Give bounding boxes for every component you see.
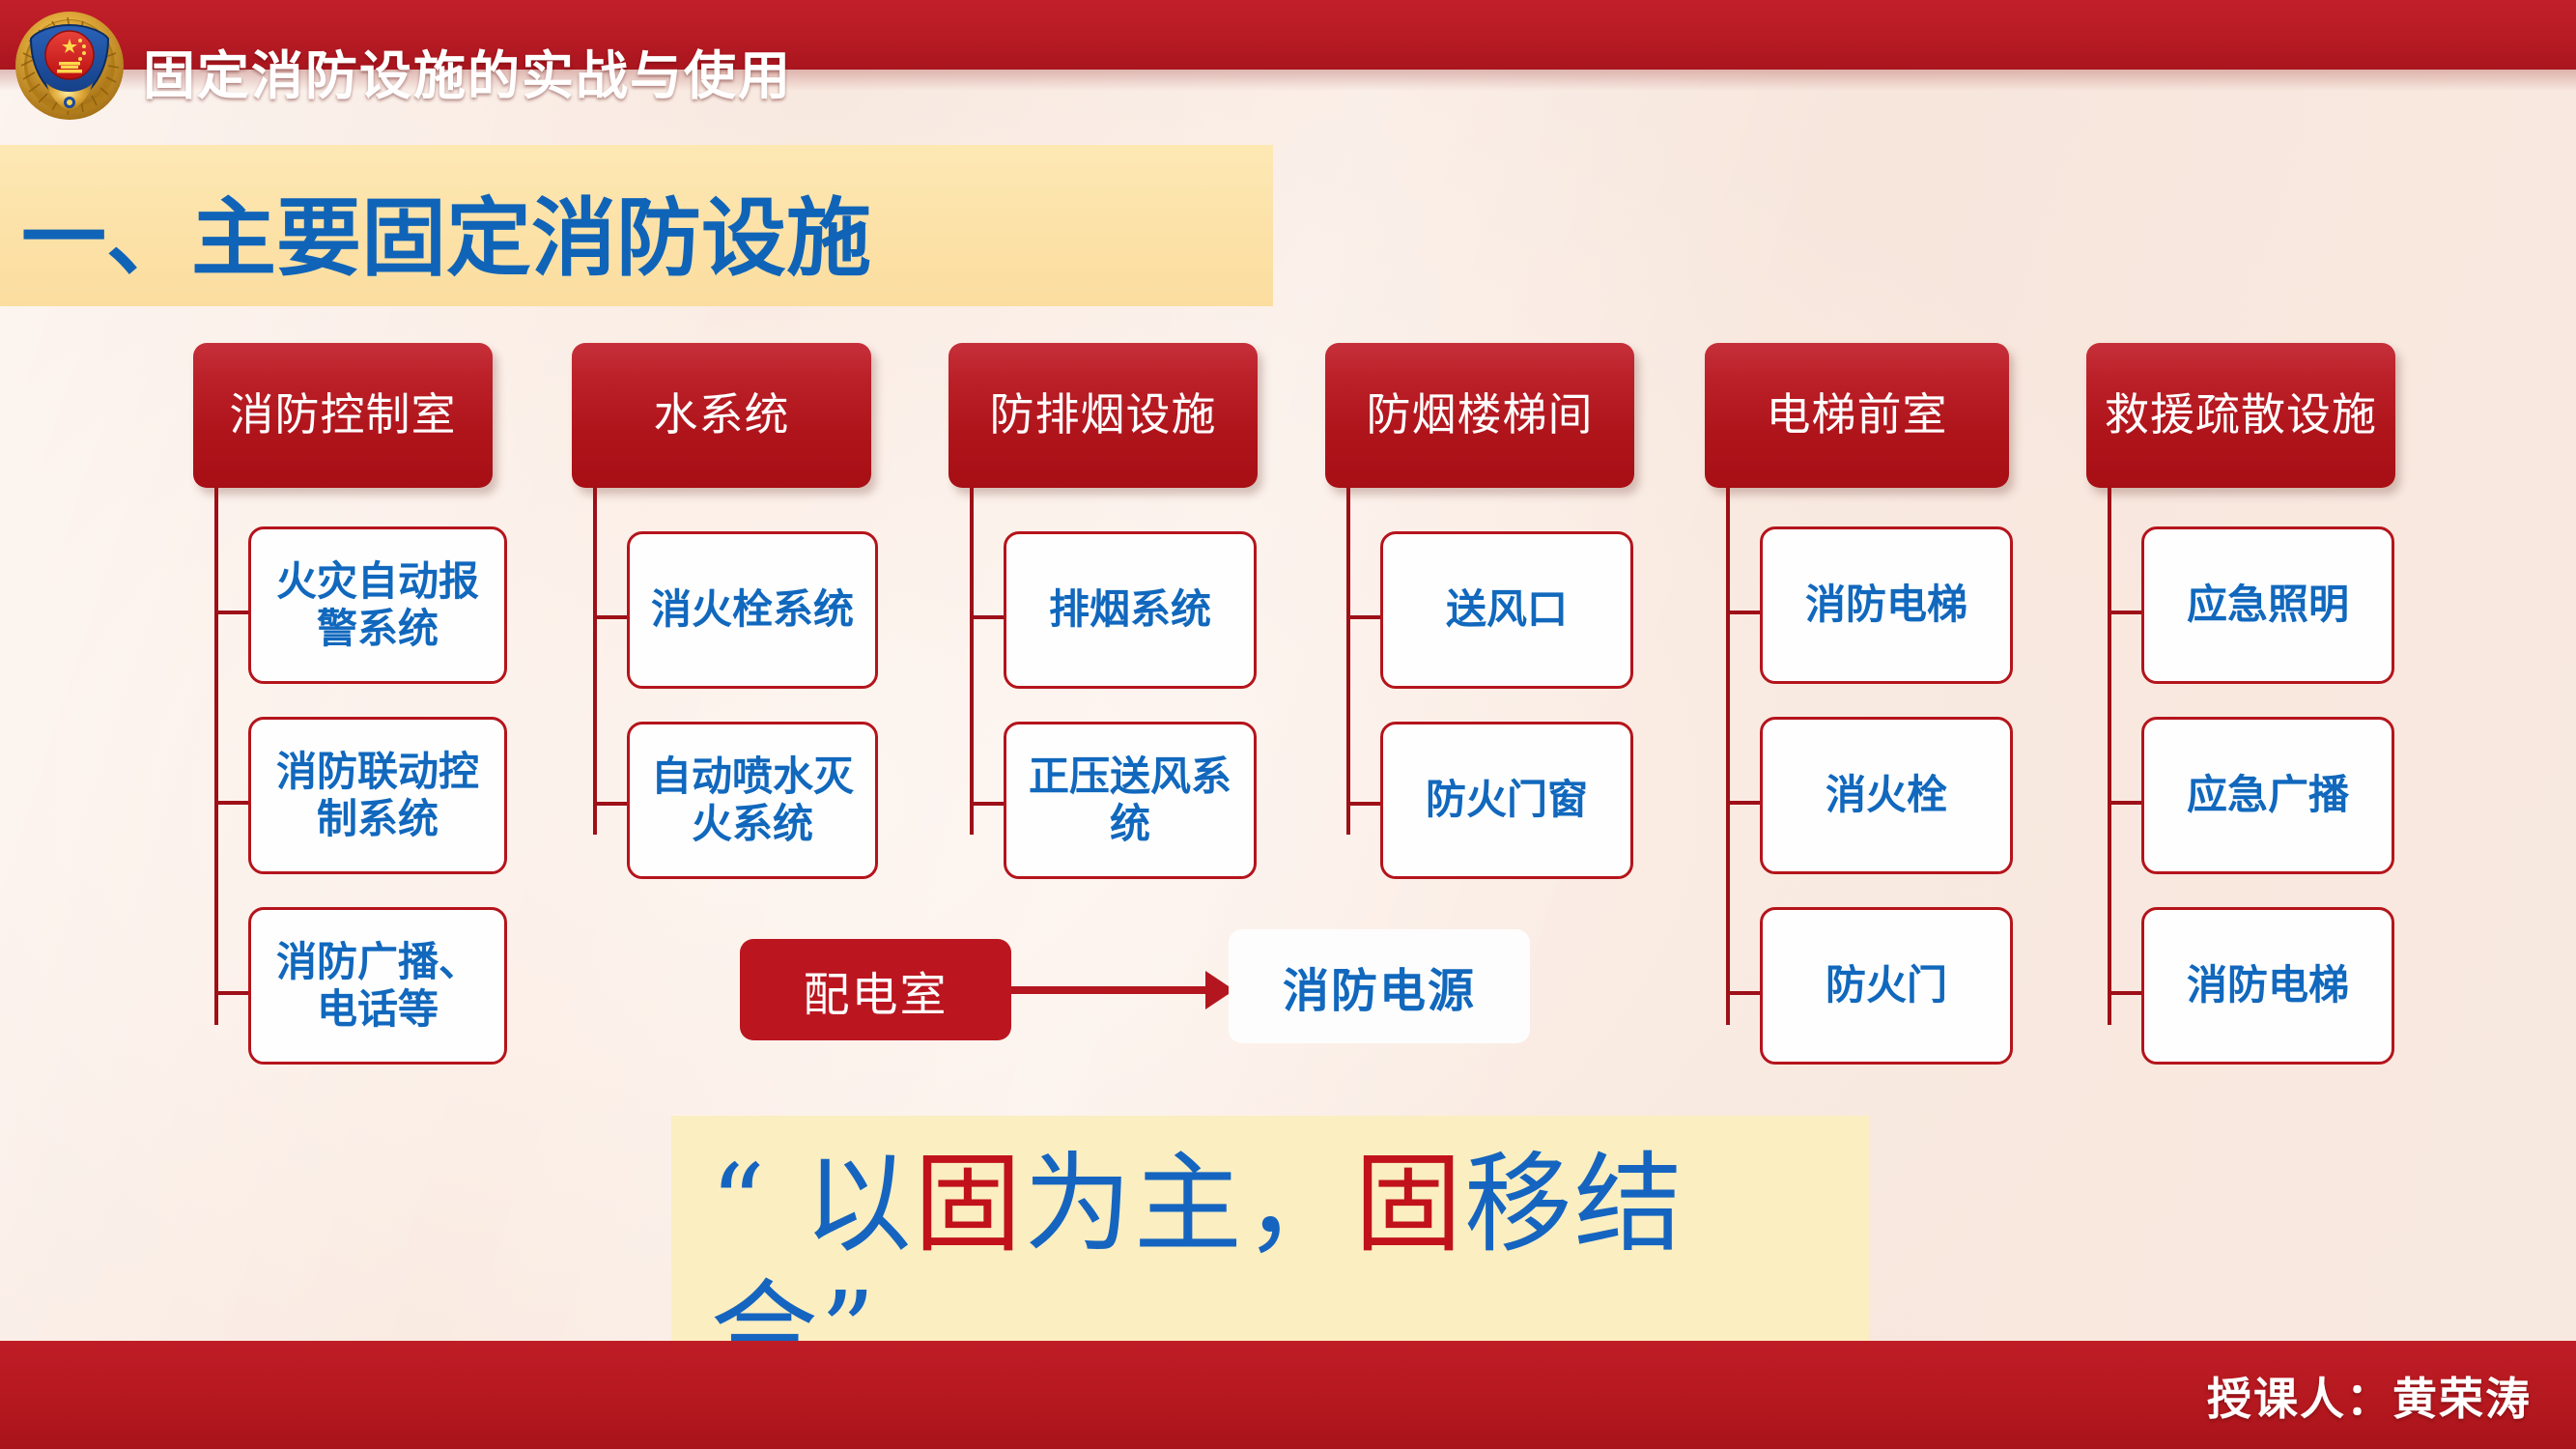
header-title: 固定消防设施的实战与使用 xyxy=(143,47,792,105)
tree-node-top-label-4: 防烟楼梯间 xyxy=(1366,389,1594,440)
tree-node-top-5[interactable]: 电梯前室 xyxy=(1705,343,2009,488)
tree-node-top-label-5: 电梯前室 xyxy=(1766,389,1948,440)
tree-node-leaf-label-2-2: 自动喷水灭火系统 xyxy=(650,753,854,846)
connector-horizontal-1-3 xyxy=(214,991,248,995)
connector-horizontal-6-3 xyxy=(2108,991,2141,995)
tree-node-leaf-label-6-3: 消防电梯 xyxy=(2186,962,2349,1009)
connector-horizontal-5-3 xyxy=(1726,991,1760,995)
connector-horizontal-2-2 xyxy=(593,802,627,806)
connector-stub-1 xyxy=(214,488,218,507)
tree-node-leaf-6-3[interactable]: 消防电梯 xyxy=(2141,907,2394,1065)
tree-node-leaf-5-3[interactable]: 防火门 xyxy=(1760,907,2013,1065)
section-banner xyxy=(0,145,1273,306)
tree-node-leaf-label-6-2: 应急广播 xyxy=(2186,772,2349,818)
tree-node-leaf-label-1-2: 消防联动控制系统 xyxy=(275,749,479,841)
connector-horizontal-3-1 xyxy=(970,615,1004,619)
tree-node-leaf-label-3-1: 排烟系统 xyxy=(1048,586,1211,633)
tree-node-leaf-label-5-2: 消火栓 xyxy=(1825,772,1947,818)
connector-vertical-2 xyxy=(593,488,597,835)
tree-node-leaf-label-1-3: 消防广播、电话等 xyxy=(275,939,479,1032)
power-source-label: 配电室 xyxy=(803,969,948,1021)
quote-highlight-1: 固 xyxy=(913,1142,1024,1267)
tree-node-leaf-label-4-1: 送风口 xyxy=(1445,586,1568,633)
tree-node-leaf-1-2[interactable]: 消防联动控制系统 xyxy=(248,717,507,874)
header-bar xyxy=(0,0,2576,70)
connector-horizontal-3-2 xyxy=(970,802,1004,806)
tree-node-leaf-5-1[interactable]: 消防电梯 xyxy=(1760,526,2013,684)
tree-node-top-label-1: 消防控制室 xyxy=(229,389,457,440)
power-target-label: 消防电源 xyxy=(1282,966,1476,1017)
tree-node-leaf-6-1[interactable]: 应急照明 xyxy=(2141,526,2394,684)
tree-node-top-label-6: 救援疏散设施 xyxy=(2105,389,2377,440)
tree-node-leaf-2-1[interactable]: 消火栓系统 xyxy=(627,531,878,689)
tree-node-leaf-label-5-1: 消防电梯 xyxy=(1804,582,1967,628)
quote-highlight-2: 固 xyxy=(1353,1142,1464,1267)
presenter-label: 授课人：黄荣涛 xyxy=(2207,1374,2532,1424)
tree-node-leaf-4-2[interactable]: 防火门窗 xyxy=(1380,722,1633,879)
tree-node-leaf-4-1[interactable]: 送风口 xyxy=(1380,531,1633,689)
quote-text: “ 以固为主，固移结合” xyxy=(710,1141,1830,1396)
tree-node-leaf-label-5-3: 防火门 xyxy=(1825,962,1947,1009)
tree-node-leaf-label-1-1: 火灾自动报警系统 xyxy=(275,558,479,651)
tree-node-leaf-label-4-2: 防火门窗 xyxy=(1425,777,1588,823)
connector-vertical-6 xyxy=(2108,488,2111,1025)
connector-horizontal-1-2 xyxy=(214,801,248,805)
tree-node-leaf-2-2[interactable]: 自动喷水灭火系统 xyxy=(627,722,878,879)
quote-part-1: 以 xyxy=(803,1142,914,1267)
power-source-box[interactable]: 配电室 xyxy=(740,939,1011,1040)
tree-node-top-4[interactable]: 防烟楼梯间 xyxy=(1325,343,1634,488)
connector-vertical-3 xyxy=(970,488,974,835)
connector-horizontal-4-2 xyxy=(1346,802,1380,806)
tree-node-leaf-label-3-2: 正压送风系统 xyxy=(1028,753,1231,846)
tree-node-top-label-3: 防排烟设施 xyxy=(989,389,1217,440)
footer-bar xyxy=(0,1341,2576,1449)
quote-part-2: 为主， xyxy=(1023,1142,1354,1267)
tree-node-leaf-1-1[interactable]: 火灾自动报警系统 xyxy=(248,526,507,684)
tree-node-leaf-3-2[interactable]: 正压送风系统 xyxy=(1004,722,1257,879)
right-arrow-icon xyxy=(1011,986,1209,994)
tree-node-leaf-label-2-1: 消火栓系统 xyxy=(650,586,854,633)
tree-node-leaf-5-2[interactable]: 消火栓 xyxy=(1760,717,2013,874)
fire-service-badge-icon xyxy=(8,2,131,124)
connector-horizontal-4-1 xyxy=(1346,615,1380,619)
tree-node-leaf-1-3[interactable]: 消防广播、电话等 xyxy=(248,907,507,1065)
header-shadow xyxy=(0,70,2576,91)
connector-horizontal-6-1 xyxy=(2108,611,2141,614)
quote-open-mark: “ xyxy=(710,1142,768,1267)
tree-node-leaf-6-2[interactable]: 应急广播 xyxy=(2141,717,2394,874)
connector-vertical-1 xyxy=(214,488,218,1025)
connector-horizontal-5-1 xyxy=(1726,611,1760,614)
tree-node-top-label-2: 水系统 xyxy=(653,389,790,440)
tree-node-leaf-label-6-1: 应急照明 xyxy=(2186,582,2349,628)
connector-horizontal-1-1 xyxy=(214,611,248,614)
connector-horizontal-2-1 xyxy=(593,615,627,619)
connector-horizontal-5-2 xyxy=(1726,801,1760,805)
connector-horizontal-6-2 xyxy=(2108,801,2141,805)
tree-node-leaf-3-1[interactable]: 排烟系统 xyxy=(1004,531,1257,689)
tree-node-top-2[interactable]: 水系统 xyxy=(572,343,871,488)
tree-node-top-1[interactable]: 消防控制室 xyxy=(193,343,493,488)
tree-node-top-6[interactable]: 救援疏散设施 xyxy=(2086,343,2395,488)
connector-vertical-5 xyxy=(1726,488,1730,1025)
tree-node-top-3[interactable]: 防排烟设施 xyxy=(948,343,1258,488)
quote-spacer xyxy=(767,1142,804,1267)
connector-vertical-4 xyxy=(1346,488,1350,835)
power-target-box[interactable]: 消防电源 xyxy=(1229,929,1530,1043)
page-title: 一、主要固定消防设施 xyxy=(21,190,872,286)
